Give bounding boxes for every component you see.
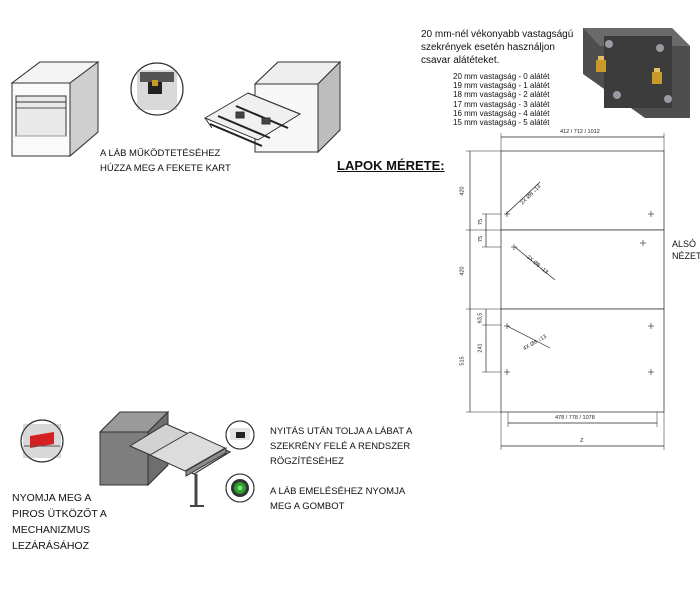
bottom-view-label: ALSÓ NÉZET bbox=[672, 238, 700, 262]
screw-note: 20 mm-nél vékonyabb vastagságú szekrénye… bbox=[421, 28, 573, 67]
green-button-detail-zoom bbox=[225, 473, 255, 503]
red-stop-detail-zoom bbox=[20, 419, 64, 463]
thickness-item: 18 mm vastagság - 2 alátét bbox=[453, 90, 550, 100]
thickness-item: 20 mm vastagság - 0 alátét bbox=[453, 72, 550, 81]
red-stop-line-1: NYOMJA MEG A bbox=[12, 492, 92, 504]
dim-h-mid: 420 bbox=[459, 266, 466, 276]
view-label-line-1: ALSÓ bbox=[672, 239, 697, 249]
raise-leg-line-1: A LÁB EMELÉSÉHEZ NYOMJA bbox=[270, 486, 406, 497]
push-leg-caption: NYITÁS UTÁN TOLJA A LÁBAT A SZEKRÉNY FEL… bbox=[270, 424, 412, 469]
raise-leg-caption: A LÁB EMELÉSÉHEZ NYOMJA MEG A GOMBOT bbox=[270, 484, 405, 514]
leg-lever-caption: A LÁB MŰKÖDTETÉSÉHEZ HÚZZA MEG A FEKETE … bbox=[100, 146, 231, 176]
open-bed-drawing bbox=[98, 410, 232, 507]
closed-cabinet-drawing bbox=[10, 61, 100, 158]
leg-lever-line-2: HÚZZA MEG A FEKETE KART bbox=[100, 163, 231, 174]
dim-h-top: 420 bbox=[459, 186, 466, 196]
thickness-item: 16 mm vastagság - 4 alátét bbox=[453, 108, 550, 118]
push-leg-detail-zoom bbox=[225, 420, 255, 450]
thickness-item: 19 mm vastagság - 1 alátét bbox=[453, 81, 550, 91]
dim-offset-63: 63,5 bbox=[477, 312, 484, 324]
leg-lever-line-1: A LÁB MŰKÖDTETÉSÉHEZ bbox=[100, 148, 221, 159]
red-stop-line-3: MECHANIZMUS bbox=[12, 524, 91, 536]
screw-note-line-2: szekrények esetén használjon bbox=[421, 42, 555, 53]
dim-offset-75a: 75 bbox=[478, 218, 485, 226]
raise-leg-line-2: MEG A GOMBOT bbox=[270, 501, 345, 512]
push-leg-line-1: NYITÁS UTÁN TOLJA A LÁBAT A bbox=[270, 426, 413, 437]
lever-detail-zoom bbox=[130, 62, 184, 116]
view-label-line-2: NÉZET bbox=[672, 251, 700, 261]
push-leg-line-2: SZEKRÉNY FELÉ A RENDSZER bbox=[270, 441, 411, 452]
thickness-list: 20 mm vastagság - 0 alátét 19 mm vastags… bbox=[453, 72, 550, 127]
panel-size-title: LAPOK MÉRETE: bbox=[337, 158, 445, 173]
thickness-item: 17 mm vastagság - 3 alátét bbox=[453, 99, 550, 109]
dim-top-width: 412 / 712 / 1012 bbox=[560, 129, 600, 135]
screw-photo bbox=[583, 28, 690, 118]
dim-offset-75b: 75 bbox=[478, 235, 485, 243]
red-stop-line-2: PIROS ÜTKÖZŐT A bbox=[12, 508, 107, 520]
screw-note-line-3: csavar alátéteket. bbox=[421, 55, 500, 66]
dim-h-bottom: 515 bbox=[459, 356, 466, 366]
red-stop-caption: NYOMJA MEG A PIROS ÜTKÖZŐT A MECHANIZMUS… bbox=[12, 490, 107, 554]
screw-note-line-1: 20 mm-nél vékonyabb vastagságú bbox=[421, 29, 574, 40]
open-cabinet-drawing bbox=[203, 60, 342, 154]
dim-total-width: Z bbox=[580, 438, 584, 444]
dim-offset-241: 241 bbox=[477, 343, 484, 353]
push-leg-line-3: RÖGZÍTÉSÉHEZ bbox=[270, 456, 344, 467]
thickness-item: 15 mm vastagság - 5 alátét bbox=[453, 118, 550, 128]
dim-bottom-width: 478 / 778 / 1078 bbox=[555, 415, 595, 421]
red-stop-line-4: LEZÁRÁSÁHOZ bbox=[12, 540, 90, 552]
panel-size-drawing bbox=[466, 133, 665, 450]
